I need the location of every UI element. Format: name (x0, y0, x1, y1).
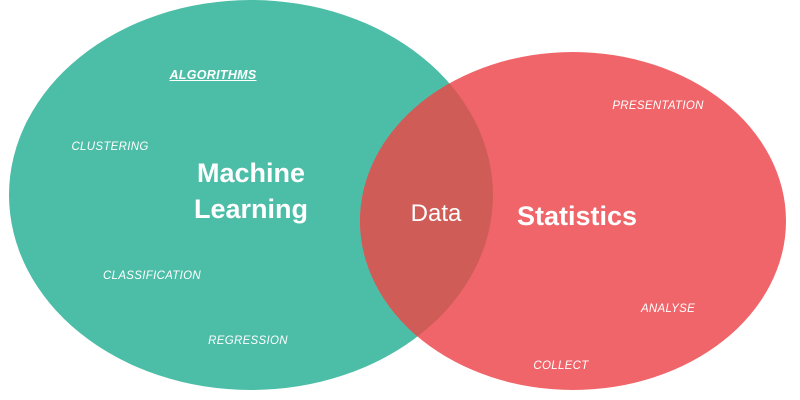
machine-learning-title: Machine Learning (194, 155, 308, 227)
machine-learning-circle (9, 0, 493, 390)
term-regression: REGRESSION (208, 335, 288, 347)
statistics-title: Statistics (516, 201, 638, 231)
term-collect: COLLECT (533, 360, 589, 372)
term-classification: CLASSIFICATION (103, 270, 201, 282)
term-analyse: ANALYSE (640, 303, 696, 315)
machine-learning-title-line1: Machine (196, 158, 306, 188)
term-presentation: PRESENTATION (612, 100, 704, 112)
term-clustering: CLUSTERING (71, 141, 149, 153)
term-algorithms: ALGORITHMS (169, 68, 257, 82)
overlap-label: Data (410, 200, 462, 227)
machine-learning-title-line2: Learning (193, 194, 309, 224)
